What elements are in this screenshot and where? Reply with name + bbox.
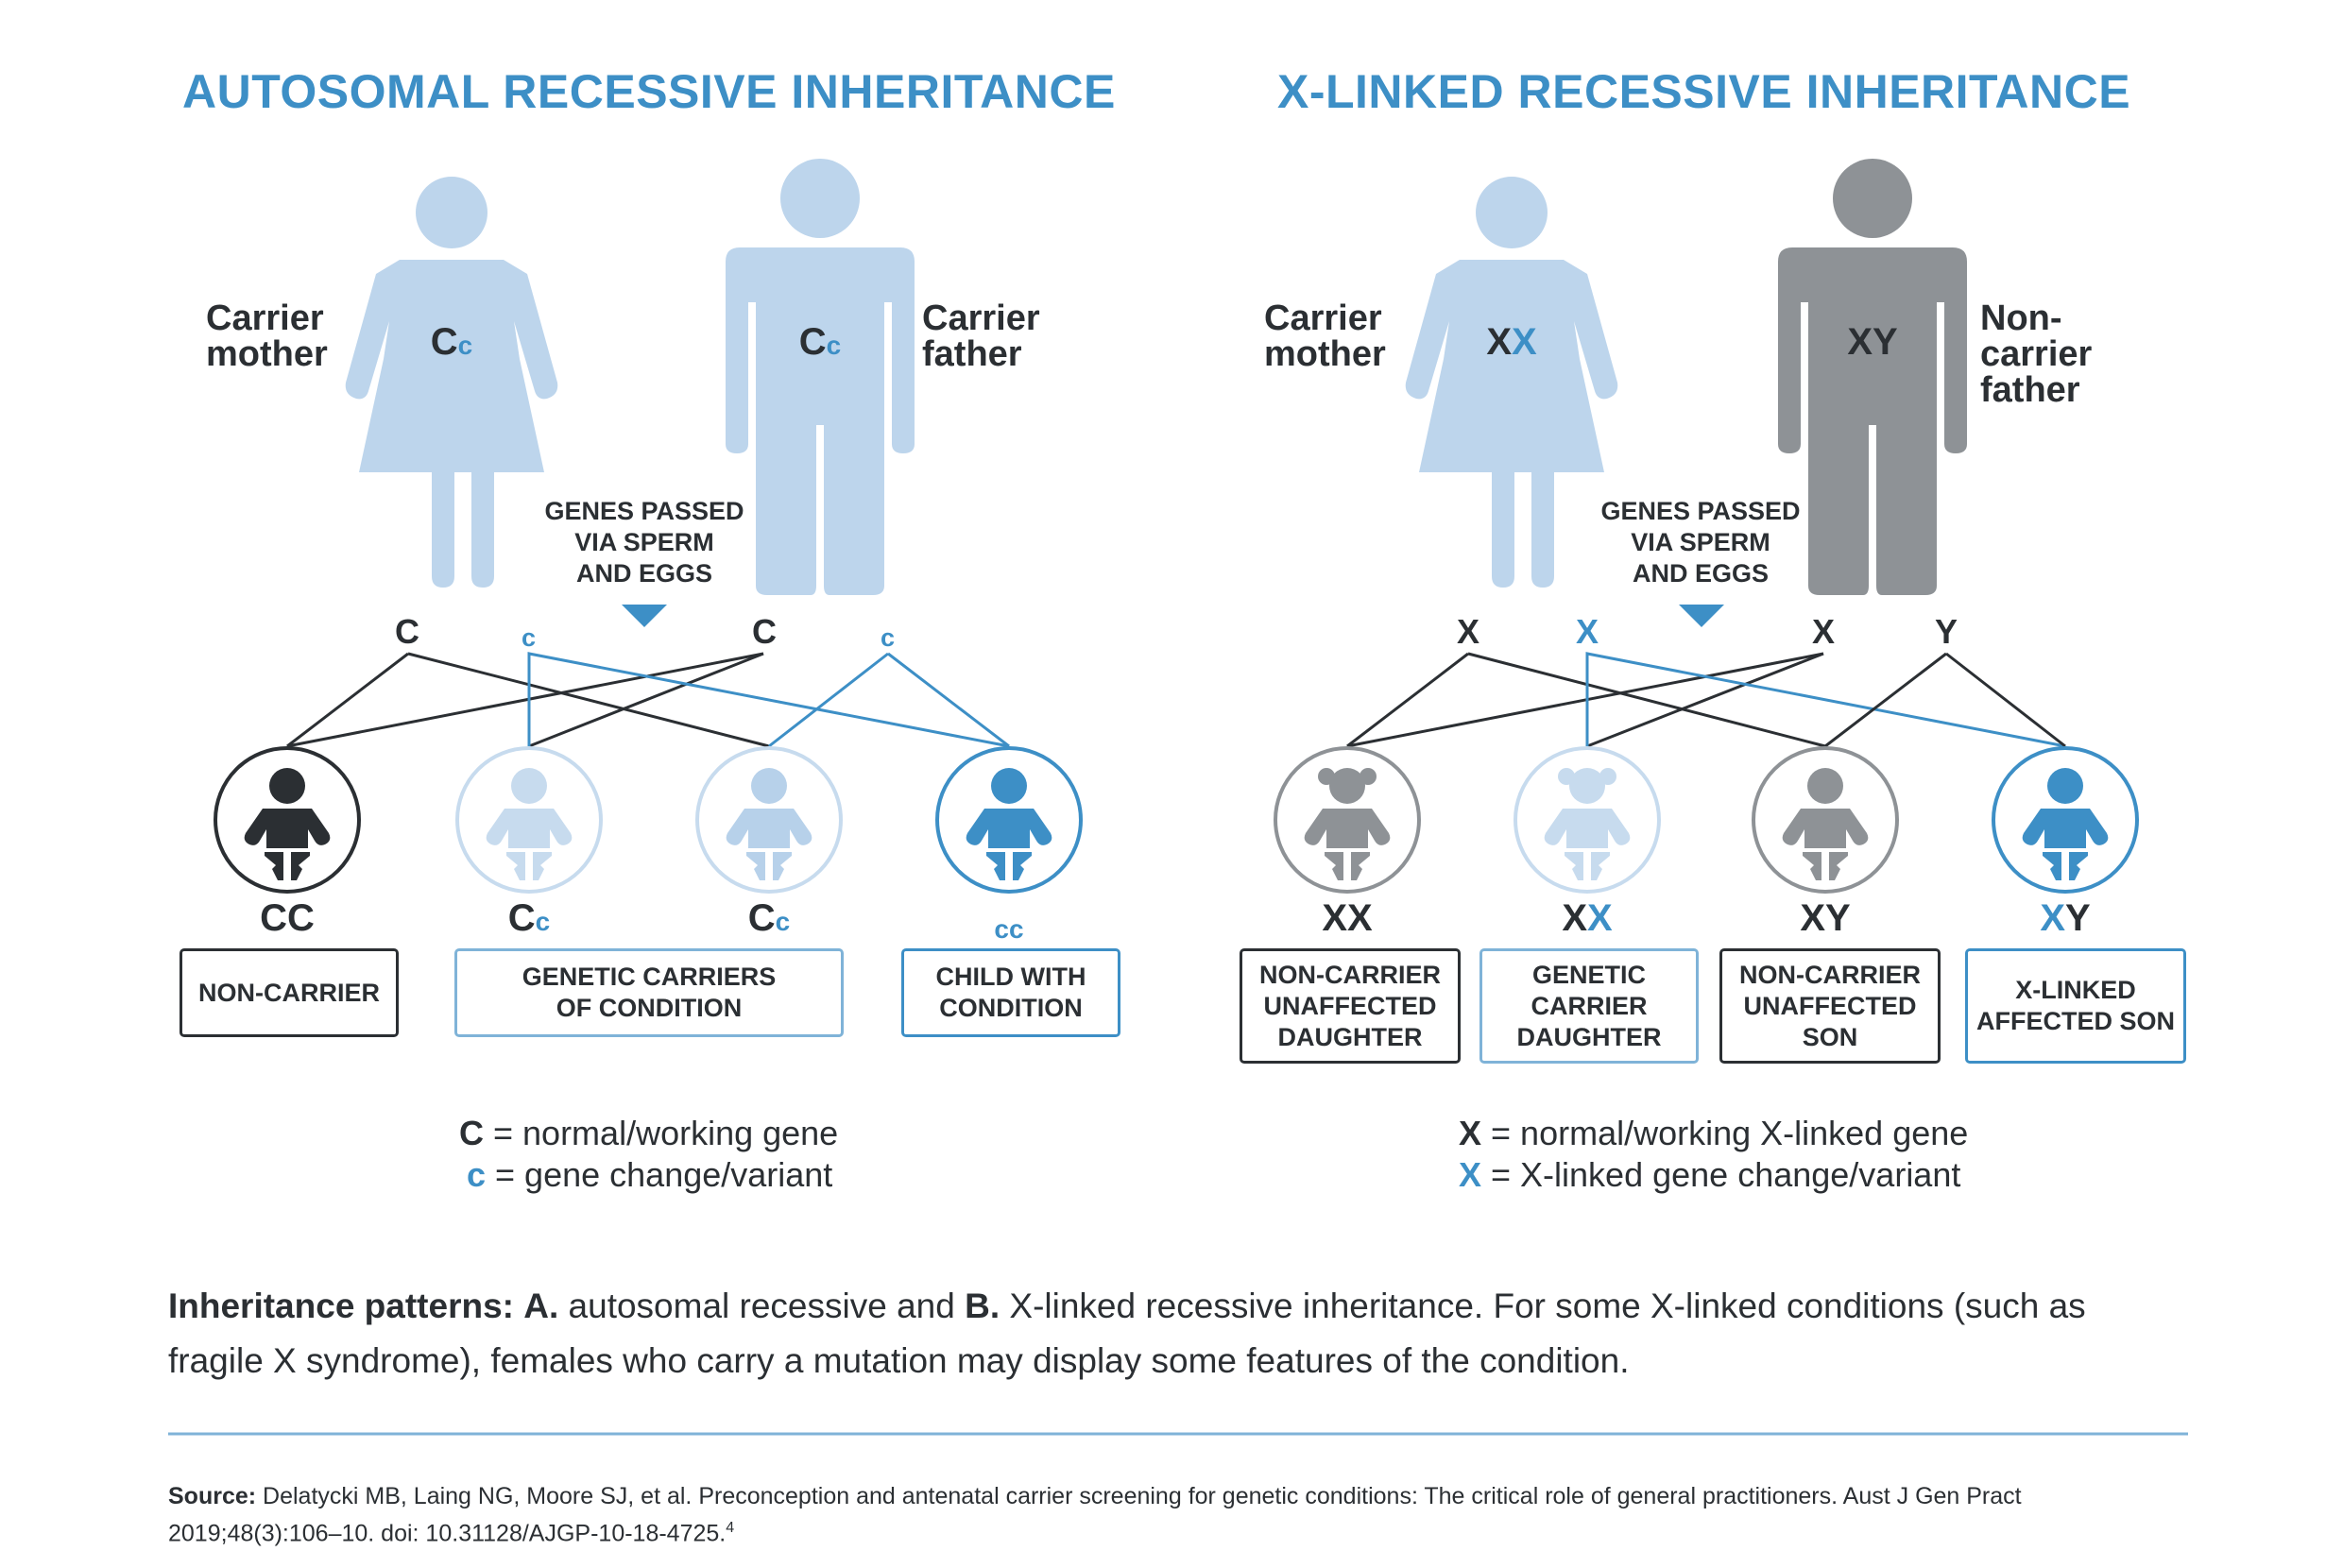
left-allele-3: C [752,612,777,651]
left-genes-passed: GENES PASSED VIA SPERM AND EGGS [544,497,744,588]
right-genes-passed: GENES PASSED VIA SPERM AND EGGS [1600,497,1801,588]
left-title: AUTOSOMAL RECESSIVE INHERITANCE [182,65,1116,118]
outcome-non-carrier-son: NON-CARRIER UNAFFECTED SON [1719,948,1941,1064]
daughter-non-carrier [1274,746,1421,894]
left-mother-genotype: Cc [430,321,473,363]
right-child-1-genotype: XX [1322,897,1373,939]
right-child-4-genotype: XY [2040,897,2091,939]
left-legend: C = normal/working gene c = gene change/… [459,1113,838,1196]
child-non-carrier [214,746,361,894]
legend-variant-gene: c = gene change/variant [467,1155,833,1194]
son-affected [1992,746,2139,894]
right-allele-3: X [1812,612,1836,651]
inheritance-lines-left [286,652,1010,748]
outcome-affected-son: X-LINKED AFFECTED SON [1965,948,2186,1064]
left-mother-label: Carrier mother [206,298,328,374]
child-carrier-1 [455,746,603,894]
right-legend: X = normal/working X-linked gene X = X-l… [1459,1113,1968,1196]
figure-caption: Inheritance patterns: A. autosomal reces… [168,1287,2086,1380]
left-allele-4: c [881,623,896,652]
right-mother-label: Carrier mother [1264,298,1386,374]
right-father-label: Non- carrier father [1980,298,2093,410]
left-allele-2: c [522,623,537,652]
arrow-down-icon [1679,605,1724,627]
right-child-3-genotype: XY [1800,897,1851,939]
legend-normal-x-gene: X = normal/working X-linked gene [1459,1114,1969,1152]
right-title: X-LINKED RECESSIVE INHERITANCE [1277,65,2131,118]
left-allele-1: C [395,612,419,651]
inheritance-lines-right [1346,652,2066,748]
left-child-1-genotype: CC [260,897,315,939]
carrier-mother-figure [345,177,558,588]
outcome-non-carrier-daughter: NON-CARRIER UNAFFECTED DAUGHTER [1240,948,1461,1064]
child-carrier-2 [695,746,843,894]
left-father-label: Carrier father [922,298,1040,374]
legend-normal-gene: C = normal/working gene [459,1114,839,1152]
outcome-carrier-daughter: GENETIC CARRIER DAUGHTER [1479,948,1699,1064]
outcome-genetic-carriers: GENETIC CARRIERS OF CONDITION [454,948,844,1037]
right-allele-4: Y [1935,612,1958,651]
arrow-down-icon [622,605,667,627]
left-child-2-genotype: Cc [507,897,551,939]
left-father-genotype: Cc [798,321,842,363]
right-allele-2: X [1576,612,1599,651]
outcome-child-with-condition: CHILD WITH CONDITION [901,948,1120,1037]
daughter-carrier [1514,746,1661,894]
source-citation: Source: Delatycki MB, Laing NG, Moore SJ… [168,1483,2022,1547]
x-carrier-mother-figure [1405,177,1618,588]
child-affected [935,746,1083,894]
right-mother-genotype: XX [1486,321,1537,363]
right-allele-1: X [1457,612,1480,651]
legend-variant-x-gene: X = X-linked gene change/variant [1459,1155,1961,1194]
left-child-4-genotype: cc [994,914,1024,944]
right-child-2-genotype: XX [1562,897,1613,939]
outcome-non-carrier: NON-CARRIER [180,948,399,1037]
son-non-carrier [1752,746,1899,894]
left-child-3-genotype: Cc [747,897,791,939]
right-father-genotype: XY [1847,321,1898,363]
